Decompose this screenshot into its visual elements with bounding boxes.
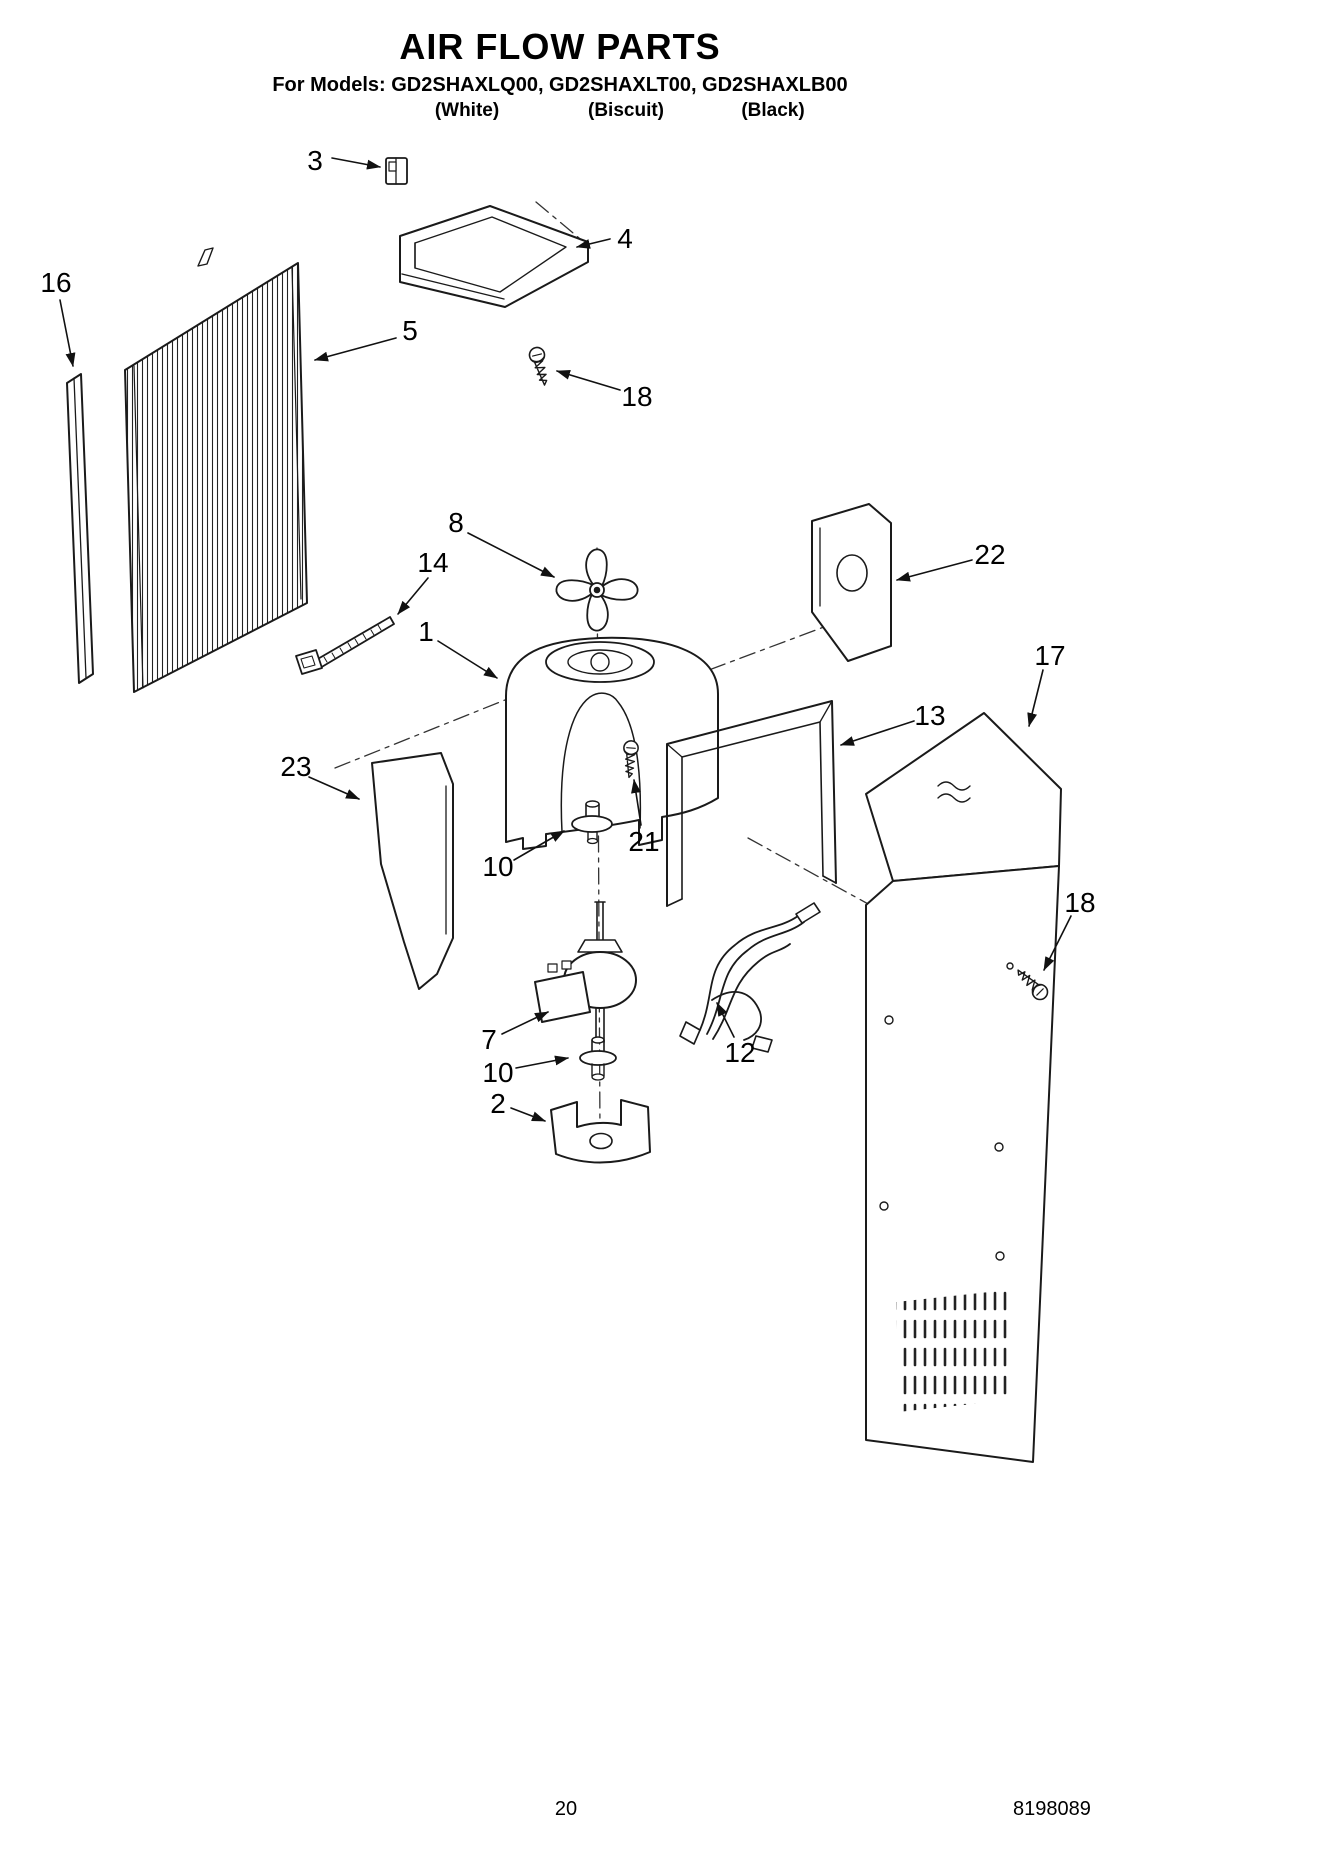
callout-8: 8	[448, 507, 464, 538]
page-number: 20	[554, 1798, 578, 1820]
callout-18-b: 18	[1064, 887, 1095, 918]
model-color-white: (White)	[434, 100, 500, 121]
callout-12: 12	[724, 1037, 755, 1068]
part-14-cable-tie	[295, 616, 395, 675]
callout-22: 22	[974, 539, 1005, 570]
callout-10-a: 10	[482, 851, 513, 882]
part-4-duct-cover	[399, 205, 589, 308]
callout-16: 16	[40, 267, 71, 298]
models-list: GD2SHAXLQ00, GD2SHAXLT00, GD2SHAXLB00	[391, 74, 848, 96]
model-color-black: (Black)	[741, 100, 805, 121]
callout-10-b: 10	[482, 1057, 513, 1088]
part-1-fan-shroud	[505, 636, 719, 850]
part-10-grommet-lower	[579, 1036, 617, 1081]
part-8-fan-blade	[555, 548, 639, 632]
models-label: For Models:	[272, 74, 386, 96]
leader-arrows	[59, 157, 1072, 1122]
callout-13: 13	[914, 700, 945, 731]
part-2-motor-bracket	[550, 1099, 651, 1164]
part-22-bracket	[811, 503, 892, 662]
callout-2: 2	[490, 1088, 506, 1119]
part-18-screw-upper	[527, 345, 553, 388]
callout-1: 1	[418, 616, 434, 647]
part-23-side-baffle	[371, 752, 454, 990]
part-13-duct-arch	[666, 700, 837, 907]
callout-21: 21	[628, 826, 659, 857]
page-title: AIR FLOW PARTS	[399, 26, 721, 67]
callout-3: 3	[307, 145, 323, 176]
part-16-trim-strip	[66, 373, 94, 684]
callout-18-a: 18	[621, 381, 652, 412]
callout-7: 7	[481, 1024, 497, 1055]
part-10-grommet-upper	[571, 800, 613, 845]
part-5-grille	[124, 247, 308, 693]
part-7-fan-motor	[534, 901, 637, 1043]
models-line: For Models: GD2SHAXLQ00, GD2SHAXLT00, GD…	[0, 74, 1120, 97]
part-12-wiring-harness	[679, 902, 821, 1053]
callout-17: 17	[1034, 640, 1065, 671]
part-17-cover-panel	[865, 712, 1062, 1463]
callout-4: 4	[617, 223, 633, 254]
document-number: 8198089	[1013, 1798, 1091, 1820]
callout-14: 14	[417, 547, 448, 578]
callout-5: 5	[402, 315, 418, 346]
model-color-biscuit: (Biscuit)	[588, 100, 664, 121]
callout-23: 23	[280, 751, 311, 782]
part-3-clip	[385, 157, 408, 185]
